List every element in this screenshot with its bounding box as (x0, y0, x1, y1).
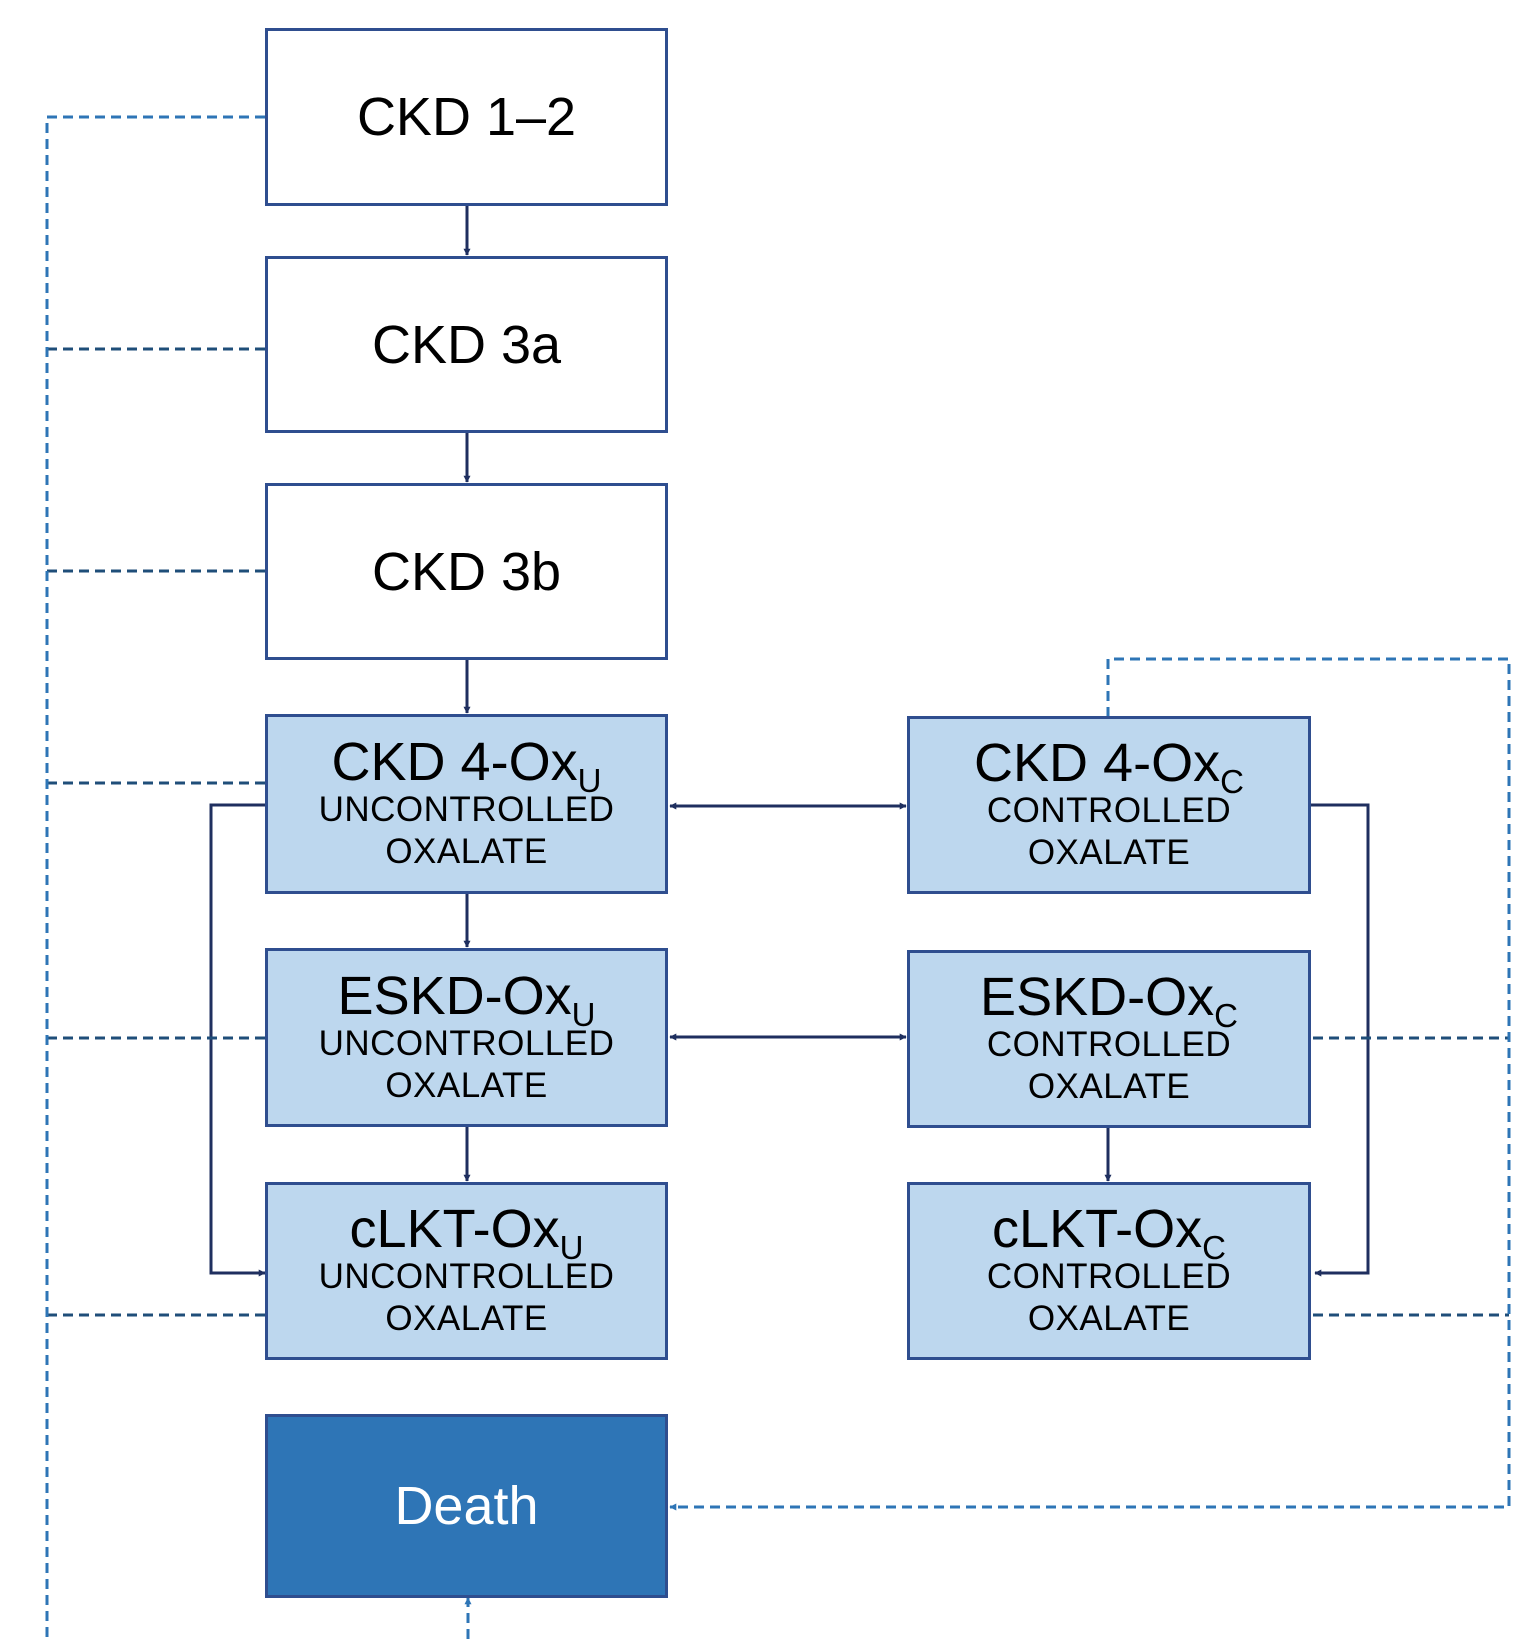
state-ckd4u-title: CKD 4-OxU (331, 732, 602, 797)
state-ckd4-ox-uncontrolled: CKD 4-OxU UNCONTROLLED OXALATE (265, 714, 668, 894)
state-clktc-line1: CONTROLLED (986, 1257, 1232, 1296)
state-clktu-title-text: cLKT-Ox (349, 1199, 560, 1259)
dash-right-trunk-to-death (669, 657, 1511, 1511)
state-ckd-3b: CKD 3b (265, 483, 668, 660)
state-eskdc-line2: OXALATE (1027, 1067, 1191, 1106)
state-eskdu-title-text: ESKD-Ox (337, 965, 572, 1026)
state-clkt-ox-controlled: cLKT-OxC CONTROLLED OXALATE (907, 1182, 1311, 1360)
state-clktu-title: cLKT-OxU (349, 1199, 584, 1264)
state-eskdc-line1: CONTROLLED (986, 1025, 1232, 1064)
state-clktu-line1: UNCONTROLLED (318, 1257, 615, 1296)
state-death: Death (265, 1414, 668, 1598)
state-ckd4u-subscript: U (577, 762, 602, 799)
state-clktc-title-text: cLKT-Ox (992, 1199, 1203, 1259)
state-ckd4c-line1: CONTROLLED (986, 791, 1232, 830)
state-eskd-ox-uncontrolled: ESKD-OxU UNCONTROLLED OXALATE (265, 948, 668, 1127)
state-ckd4u-title-text: CKD 4-Ox (331, 732, 578, 792)
state-clkt-ox-uncontrolled: cLKT-OxU UNCONTROLLED OXALATE (265, 1182, 668, 1360)
state-ckd-1-2-label: CKD 1–2 (356, 87, 577, 147)
state-ckd4u-line1: UNCONTROLLED (318, 790, 615, 829)
state-clktc-subscript: C (1202, 1229, 1226, 1266)
state-ckd4c-title-text: CKD 4-Ox (974, 733, 1221, 793)
state-ckd4u-line2: OXALATE (385, 832, 548, 871)
state-clktu-subscript: U (559, 1229, 584, 1266)
state-eskdu-title: ESKD-OxU (337, 965, 596, 1031)
state-eskdu-line2: OXALATE (385, 1065, 548, 1105)
state-eskdu-line1: UNCONTROLLED (318, 1023, 615, 1063)
state-clktu-line2: OXALATE (385, 1299, 548, 1338)
state-eskd-ox-controlled: ESKD-OxC CONTROLLED OXALATE (907, 950, 1311, 1128)
state-clktc-line2: OXALATE (1027, 1299, 1191, 1338)
state-death-label: Death (394, 1476, 539, 1536)
state-ckd-3a-label: CKD 3a (371, 314, 562, 375)
state-ckd4-ox-controlled: CKD 4-OxC CONTROLLED OXALATE (907, 716, 1311, 894)
state-eskdu-subscript: U (571, 995, 596, 1033)
state-ckd-3b-label: CKD 3b (371, 541, 562, 602)
state-eskdc-title: ESKD-OxC (980, 967, 1238, 1032)
state-ckd4c-title: CKD 4-OxC (974, 733, 1244, 798)
state-ckd4c-line2: OXALATE (1027, 833, 1191, 872)
dash-left-trunk (45, 115, 265, 1639)
state-clktc-title: cLKT-OxC (992, 1199, 1226, 1264)
state-eskdc-subscript: C (1214, 997, 1238, 1034)
state-ckd-1-2: CKD 1–2 (265, 28, 668, 206)
state-ckd-3a: CKD 3a (265, 256, 668, 433)
state-ckd4c-subscript: C (1220, 763, 1244, 800)
state-eskdc-title-text: ESKD-Ox (980, 967, 1215, 1027)
